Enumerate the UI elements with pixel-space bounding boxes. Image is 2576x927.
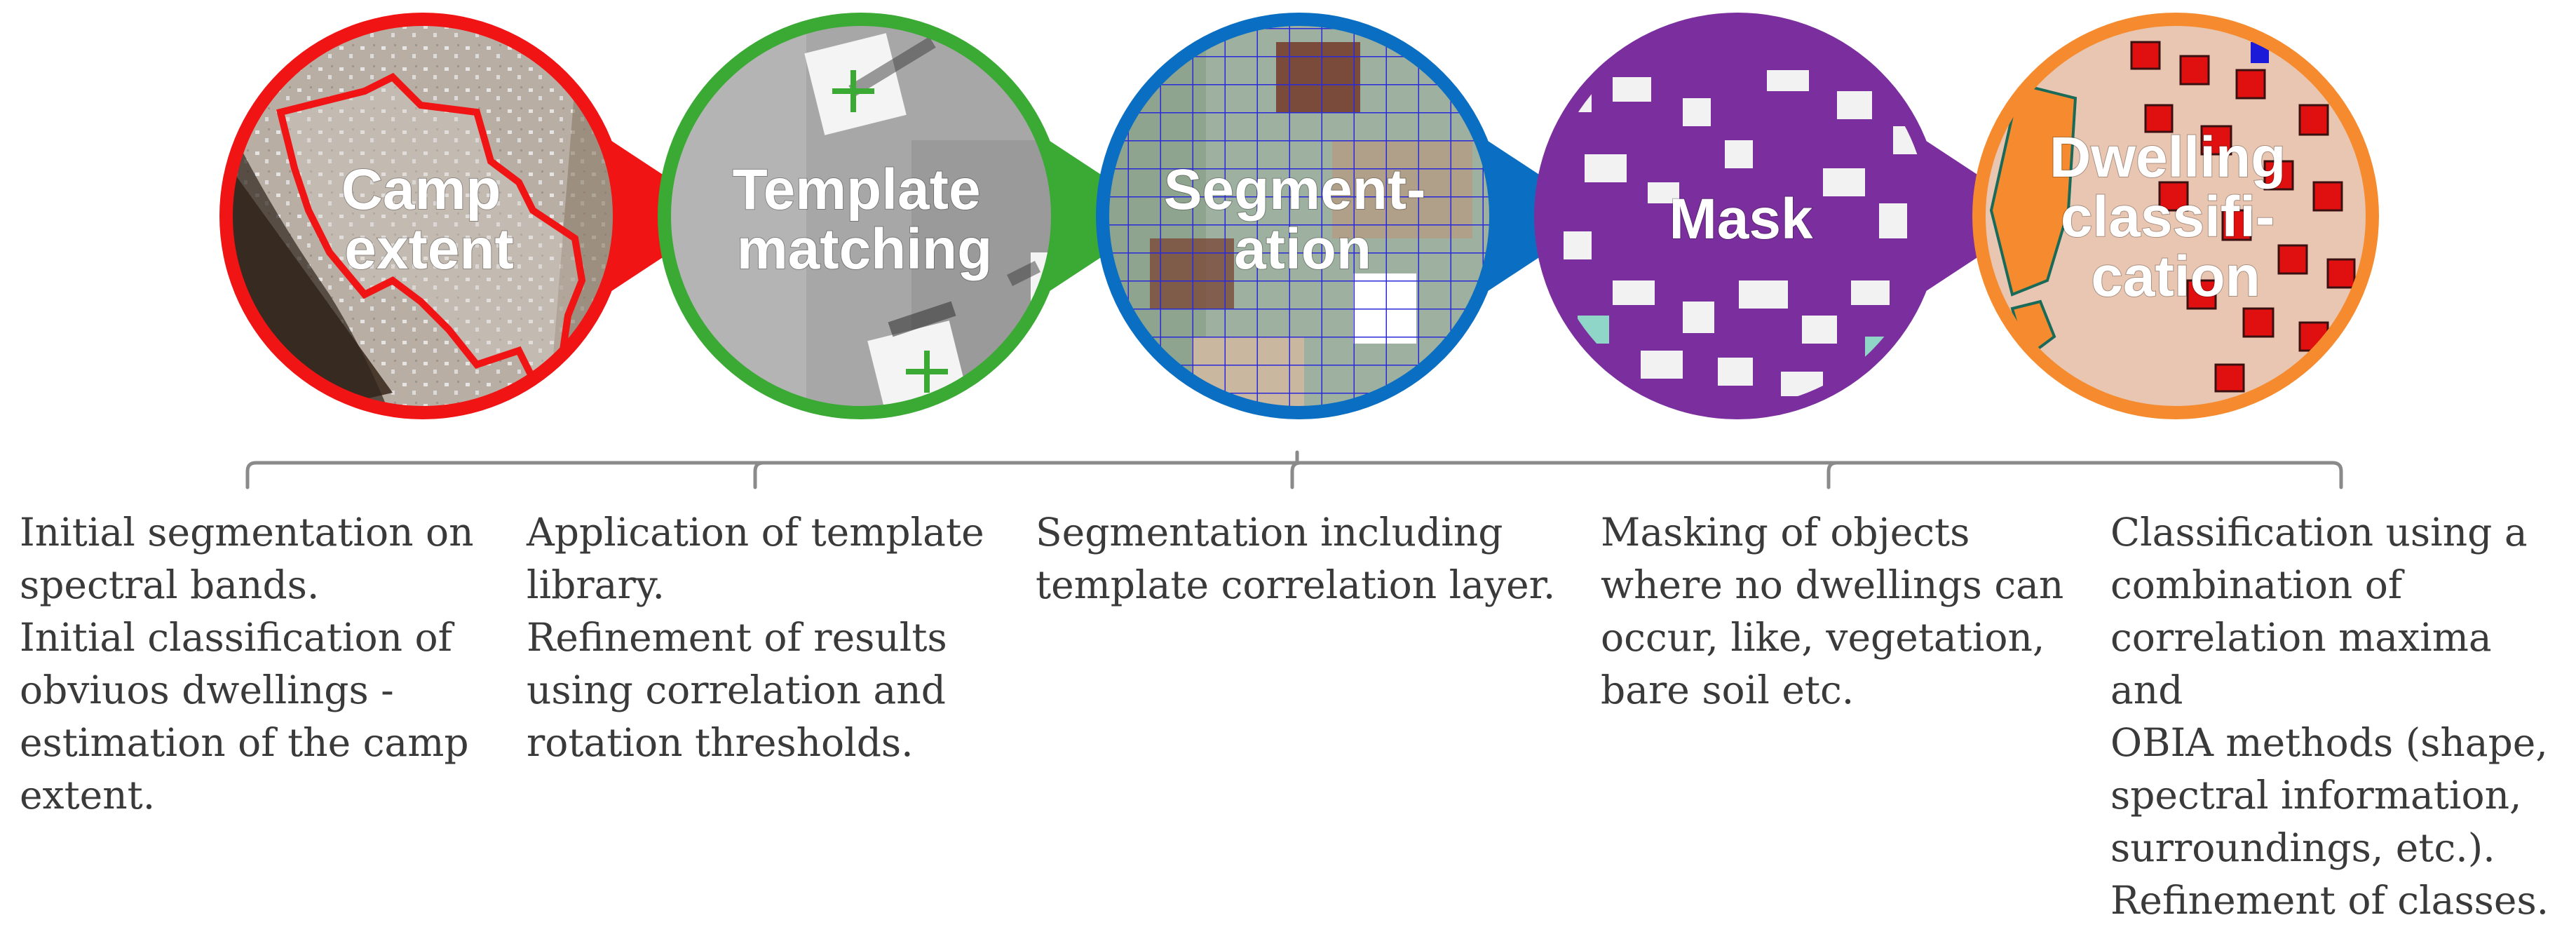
step-title-dwelling-classification: Dwelling classifi- cation [2049, 126, 2302, 309]
step-description-camp-extent: Initial segmentation on spectral bands. … [20, 510, 474, 818]
step-title-segmentation: Segment- ation [1164, 158, 1442, 281]
step-circle-segmentation: Segment- ation [1096, 13, 1602, 419]
step-description-segmentation: Segmentation including template correlat… [1036, 510, 1556, 607]
step-title-template-matching: Template matching [733, 158, 997, 281]
step-description-mask: Masking of objects where no dwellings ca… [1601, 510, 2064, 712]
step-description-template-matching: Application of template library. Refinem… [527, 510, 984, 765]
workflow-graphic: Camp extent Template matching [219, 13, 2379, 489]
step-title-mask: Mask [1669, 187, 1813, 251]
step-circle-camp-extent: Camp extent [219, 13, 726, 419]
step-description-dwelling-classification: Classification using a combination of co… [2110, 510, 2549, 923]
description-bracket [245, 450, 2343, 489]
workflow-diagram: Camp extent Template matching [20, 13, 2549, 923]
step-circle-template-matching: Template matching [658, 13, 1164, 419]
step-circle-mask: Mask [1534, 13, 2040, 419]
step-title-camp-extent: Camp extent [341, 158, 517, 281]
step-circle-dwelling-classification: Dwelling classifi- cation [1972, 13, 2379, 419]
